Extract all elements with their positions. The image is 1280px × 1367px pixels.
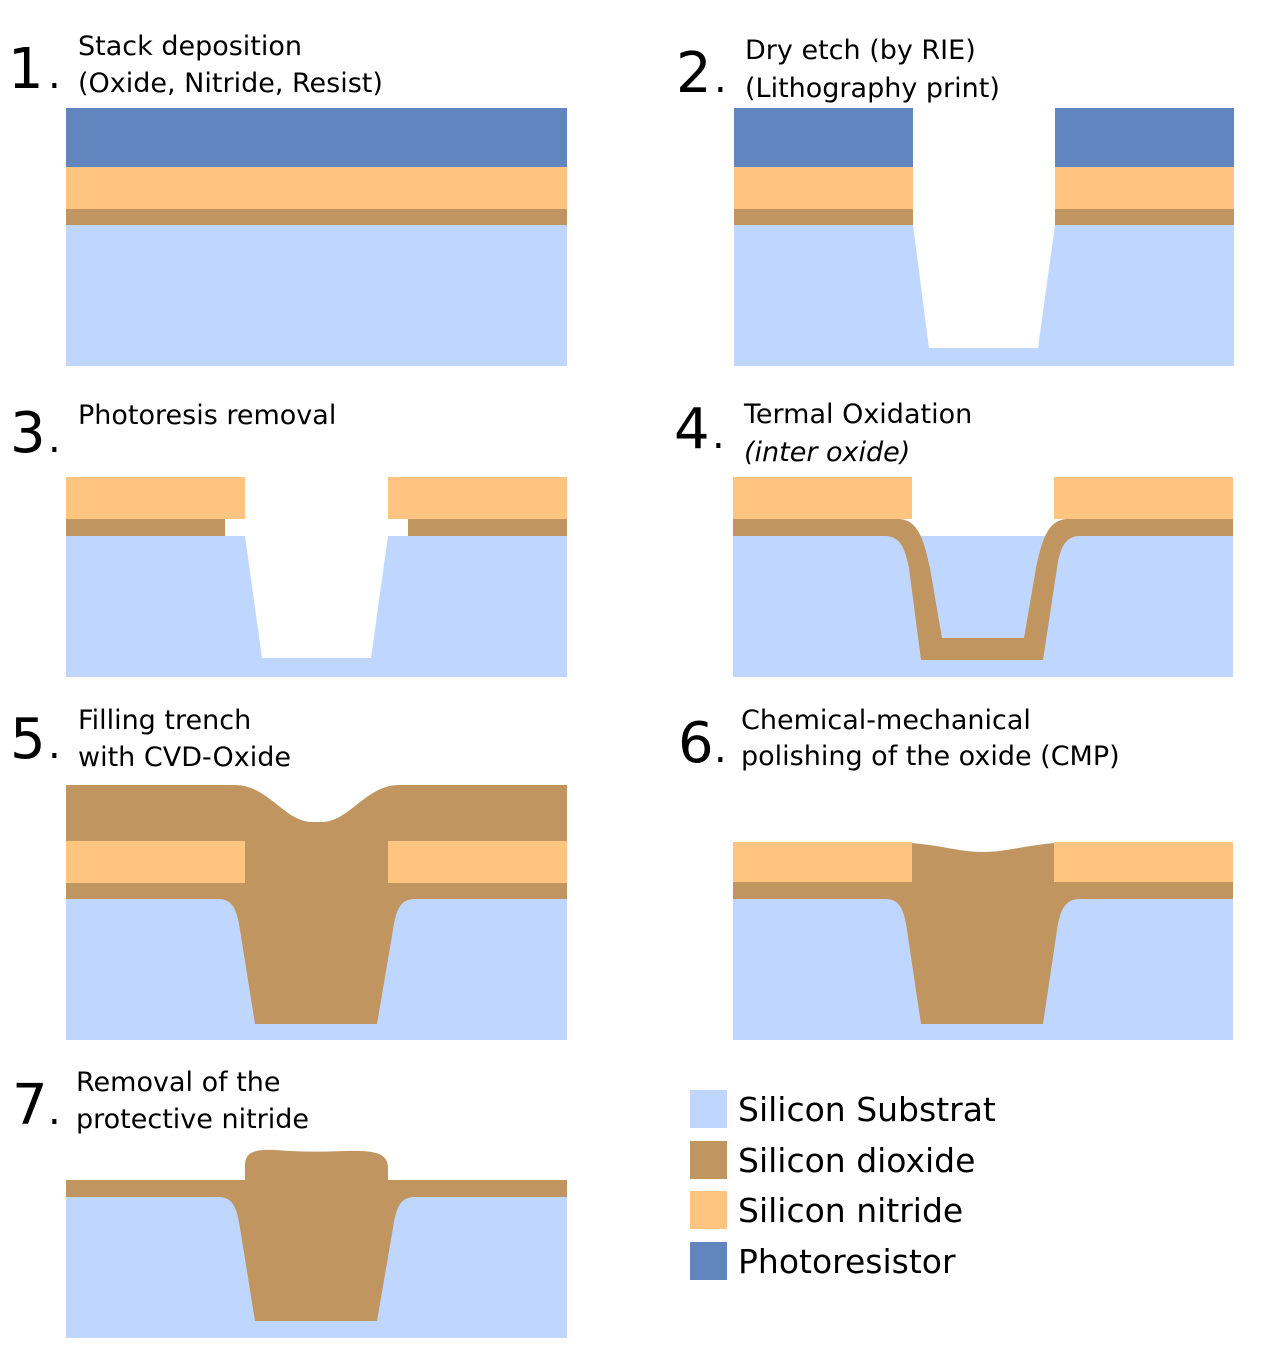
step-5-title: Filling trench	[78, 705, 251, 736]
step-7: 7 . Removal of the protective nitride	[12, 1067, 567, 1338]
step-2-dot: .	[714, 56, 727, 102]
step-4-dot: .	[712, 412, 725, 458]
step-5-number: 5	[10, 707, 46, 772]
step-7-subtitle: protective nitride	[76, 1104, 309, 1135]
step-2-subtitle: (Lithography print)	[745, 73, 1000, 104]
step-1-substrate	[66, 225, 567, 366]
step-1-photoresist	[66, 108, 567, 167]
step-3-number: 3	[10, 401, 46, 466]
step-6-nitride-left	[733, 842, 912, 882]
step-2-nitride-right	[1055, 167, 1234, 209]
step-1-dot: .	[48, 52, 61, 98]
step-6-subtitle: polishing of the oxide (CMP)	[741, 741, 1120, 772]
legend-swatch-photoresistor	[690, 1242, 727, 1280]
step-2-cross-section	[734, 108, 1234, 366]
step-4: 4 . Termal Oxidation (inter oxide)	[674, 397, 1233, 677]
step-4-title: Termal Oxidation	[743, 399, 972, 430]
step-2-photoresist-left	[734, 108, 913, 167]
legend-label-silicon-dioxide: Silicon dioxide	[738, 1141, 975, 1180]
step-2-oxide-right	[1055, 209, 1234, 225]
step-1-subtitle: (Oxide, Nitride, Resist)	[78, 68, 383, 99]
step-6-oxide-fill	[733, 843, 1233, 1024]
step-3: 3 . Photoresis removal	[10, 400, 567, 677]
legend-swatch-silicon-nitride	[690, 1191, 727, 1229]
step-1: 1 . Stack deposition (Oxide, Nitride, Re…	[8, 31, 567, 366]
step-4-nitride-left	[733, 477, 912, 519]
step-3-nitride-left	[66, 477, 245, 519]
step-1-nitride	[66, 167, 567, 209]
step-3-title: Photoresis removal	[78, 400, 336, 431]
step-3-cross-section	[66, 477, 567, 677]
legend-item-silicon-dioxide: Silicon dioxide	[690, 1141, 975, 1180]
step-6-title: Chemical-mechanical	[741, 705, 1031, 736]
legend-swatch-silicon-substrat	[690, 1090, 727, 1128]
step-4-subtitle: (inter oxide)	[744, 437, 910, 468]
step-6-nitride-right	[1054, 842, 1233, 882]
step-1-cross-section	[66, 108, 567, 366]
step-7-number: 7	[12, 1073, 48, 1138]
step-6-dot: .	[714, 726, 727, 772]
step-4-cross-section	[733, 477, 1233, 677]
step-2: 2 . Dry etch (by RIE) (Lithography print…	[676, 35, 1234, 366]
step-4-oxide-liner	[733, 519, 1233, 660]
legend-label-photoresistor: Photoresistor	[738, 1242, 956, 1281]
step-3-oxide-left	[66, 519, 225, 536]
step-6-number: 6	[678, 711, 714, 776]
step-4-number: 4	[674, 397, 710, 462]
step-2-number: 2	[676, 41, 712, 106]
legend-swatch-silicon-dioxide	[690, 1141, 727, 1179]
step-7-dot: .	[48, 1088, 61, 1134]
legend-label-silicon-nitride: Silicon nitride	[738, 1191, 963, 1230]
step-4-nitride-right	[1054, 477, 1233, 519]
step-3-nitride-right	[388, 477, 567, 519]
step-1-number: 1	[8, 37, 44, 102]
step-3-oxide-right	[408, 519, 567, 536]
step-5-cross-section	[66, 785, 567, 1040]
step-2-nitride-left	[734, 167, 913, 209]
step-1-oxide	[66, 209, 567, 225]
step-5-nitride-left	[66, 841, 245, 883]
legend-label-silicon-substrat: Silicon Substrat	[738, 1090, 996, 1129]
step-5: 5 . Filling trench with CVD-Oxide	[10, 705, 567, 1040]
step-6-cross-section	[733, 842, 1233, 1040]
step-2-title: Dry etch (by RIE)	[745, 35, 976, 66]
step-2-oxide-left	[734, 209, 913, 225]
step-6: 6 . Chemical-mechanical polishing of the…	[678, 705, 1233, 1040]
step-5-dot: .	[48, 722, 61, 768]
step-5-nitride-right	[388, 841, 567, 883]
step-7-oxide	[66, 1149, 567, 1321]
legend-item-photoresistor: Photoresistor	[690, 1242, 956, 1281]
legend-item-silicon-nitride: Silicon nitride	[690, 1191, 963, 1230]
legend-item-silicon-substrat: Silicon Substrat	[690, 1090, 996, 1129]
step-2-photoresist-right	[1055, 108, 1234, 167]
step-7-cross-section	[66, 1149, 567, 1338]
step-3-dot: .	[48, 416, 61, 462]
step-1-title: Stack deposition	[78, 31, 302, 62]
step-2-substrate	[734, 225, 1234, 366]
step-3-substrate	[66, 536, 567, 677]
step-7-title: Removal of the	[76, 1067, 281, 1098]
legend: Silicon Substrat Silicon dioxide Silicon…	[690, 1090, 996, 1281]
step-5-subtitle: with CVD-Oxide	[78, 742, 291, 773]
